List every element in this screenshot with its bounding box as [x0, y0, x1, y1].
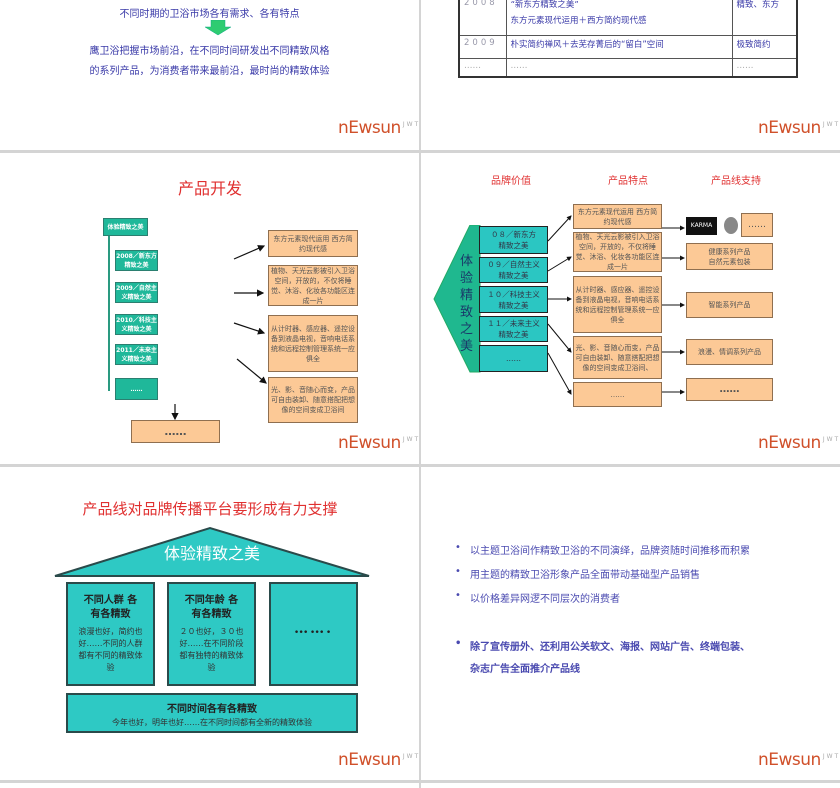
down-arrow-icon — [204, 20, 232, 36]
product-line-box: …… — [686, 378, 773, 401]
pillar-box: 不同人群 各有各精致浪漫也好，简约也好……不同的人群都有不同的精致体验 — [66, 582, 155, 686]
slide-3: 产品开发 体验精致之美 2008／新东方精致之美 2009／自然主义精致之美 2… — [0, 153, 419, 464]
value-box: １０／科技主义精致之美 — [479, 286, 548, 313]
bullet-item: 除了宣传册外、还利用公关软文、海报、网站广告、终端包装、 — [455, 638, 750, 653]
pillar-box: ……. — [269, 582, 358, 686]
feature-box: 东方元素现代运用 西方简约现代感 — [268, 230, 358, 257]
bullet-item: 用主题的精致卫浴形象产品全面带动基础型产品销售 — [455, 566, 700, 581]
brand-label: 体验精致之美 — [460, 254, 474, 354]
feature-box: 东方元素现代运用 西方简约现代感 — [573, 204, 662, 229]
feature-box: 植物、天光云影被引入卫浴空间，开放的，不仅将睡觉、沐浴、化妆各功能区连成一片 — [268, 265, 358, 306]
product-line-box: 浪漫、情调系列产品 — [686, 339, 773, 365]
arrow — [236, 358, 267, 384]
slide1-line3: 的系列产品，为消费者带来最前沿，最时尚的精致体验 — [89, 66, 330, 77]
header-brand-value: 品牌价值 — [491, 176, 531, 187]
arrow — [233, 322, 266, 335]
slide1-line1: 不同时期的卫浴市场各有需求、各有特点 — [119, 9, 300, 20]
value-box: ０９／自然主义精致之美 — [479, 257, 548, 283]
arrows — [171, 245, 267, 421]
product-line-box: 健康系列产品 自然元素包装 — [686, 243, 773, 270]
base-box: 不同时间各有各精致今年也好，明年也好……在不同时间都有全新的精致体验 — [66, 693, 358, 733]
value-box: １１／未来主义精致之美 — [479, 316, 548, 342]
feature-box: 光、影、音随心而变，产品可自由装卸、随意搭配把想像的空间变成卫浴间 — [268, 377, 358, 423]
tree-node: 2010／科技主义精致之美 — [115, 314, 158, 335]
tree-node: 2011／未来主义精致之美 — [115, 344, 158, 365]
tree-root: 体验精致之美 — [103, 218, 148, 236]
arrow — [233, 245, 266, 260]
slide-8-partial — [421, 783, 840, 788]
connectors — [547, 215, 685, 395]
feature-box: …… — [573, 382, 662, 407]
value-box: …… — [479, 345, 548, 372]
slide1-line2: 鹰卫浴把握市场前沿，在不同时间研发出不同精致风格 — [89, 46, 330, 57]
header-product-line: 产品线支持 — [711, 176, 761, 187]
value-box: ０８／新东方精致之美 — [479, 226, 548, 254]
slide-1: 不同时期的卫浴市场各有需求、各有特点 鹰卫浴把握市场前沿，在不同时间研发出不同精… — [0, 0, 419, 150]
bottom-box: …… — [131, 420, 220, 443]
feature-box: 光、影、音随心而变，产品可自由装卸、随意搭配把想像的空间变成卫浴间、 — [573, 336, 662, 379]
bullet-item: 以主题卫浴间作精致卫浴的不同演绎，品牌资随时间推移而积累 — [455, 542, 750, 557]
feature-box: 从计时器、感应器、遥控设备到液晶电视，音响电话系统和远程控制管理系统一应俱全 — [573, 276, 662, 333]
product-line-box: 智能系列产品 — [686, 292, 773, 318]
brand-seal-icon — [724, 217, 738, 234]
tree-node: …… — [115, 378, 158, 400]
feature-box: 植物、天光云影被引入卫浴空间，开放的，不仅将睡觉、沐浴、化妆各功能区连成一片 — [573, 232, 662, 272]
tree-node: 2009／自然主义精致之美 — [115, 282, 158, 303]
slide-6 — [421, 467, 840, 780]
slide-7-partial — [0, 783, 419, 788]
bullet-item: 以价格差异网逻不同层次的消费者 — [455, 590, 620, 605]
bullet-continuation: 杂志广告全面推介产品线 — [470, 664, 580, 675]
header-product-features: 产品特点 — [608, 176, 648, 187]
karma-logo: KARMA — [686, 217, 717, 235]
product-line-box: …… — [741, 213, 773, 237]
table-row: 2008“新东方精致之美”东方元素现代运用＋西方简约现代感精致、东方 — [458, 0, 798, 36]
tree-line — [108, 236, 110, 391]
table-row: ……………… — [458, 57, 798, 78]
slide5-title: 产品线对品牌传播平台要形成有力支撑 — [82, 500, 338, 518]
roof-label: 体验精致之美 — [163, 544, 260, 563]
roof-shape — [54, 526, 370, 577]
feature-box: 从计时器、感应器、遥控设备到液晶电视，音响电话系统和远程控制管理系统一应俱全 — [268, 315, 358, 372]
slide-4: 品牌价值 产品特点 产品线支持 体验精致之美 ０８／新东方精致之美 ０９／自然主… — [421, 153, 840, 464]
tree-node: 2008／新东方精致之美 — [115, 250, 158, 271]
slide3-title: 产品开发 — [177, 179, 242, 198]
slide-5: 产品线对品牌传播平台要形成有力支撑 体验精致之美 不同人群 各有各精致浪漫也好，… — [0, 467, 419, 780]
